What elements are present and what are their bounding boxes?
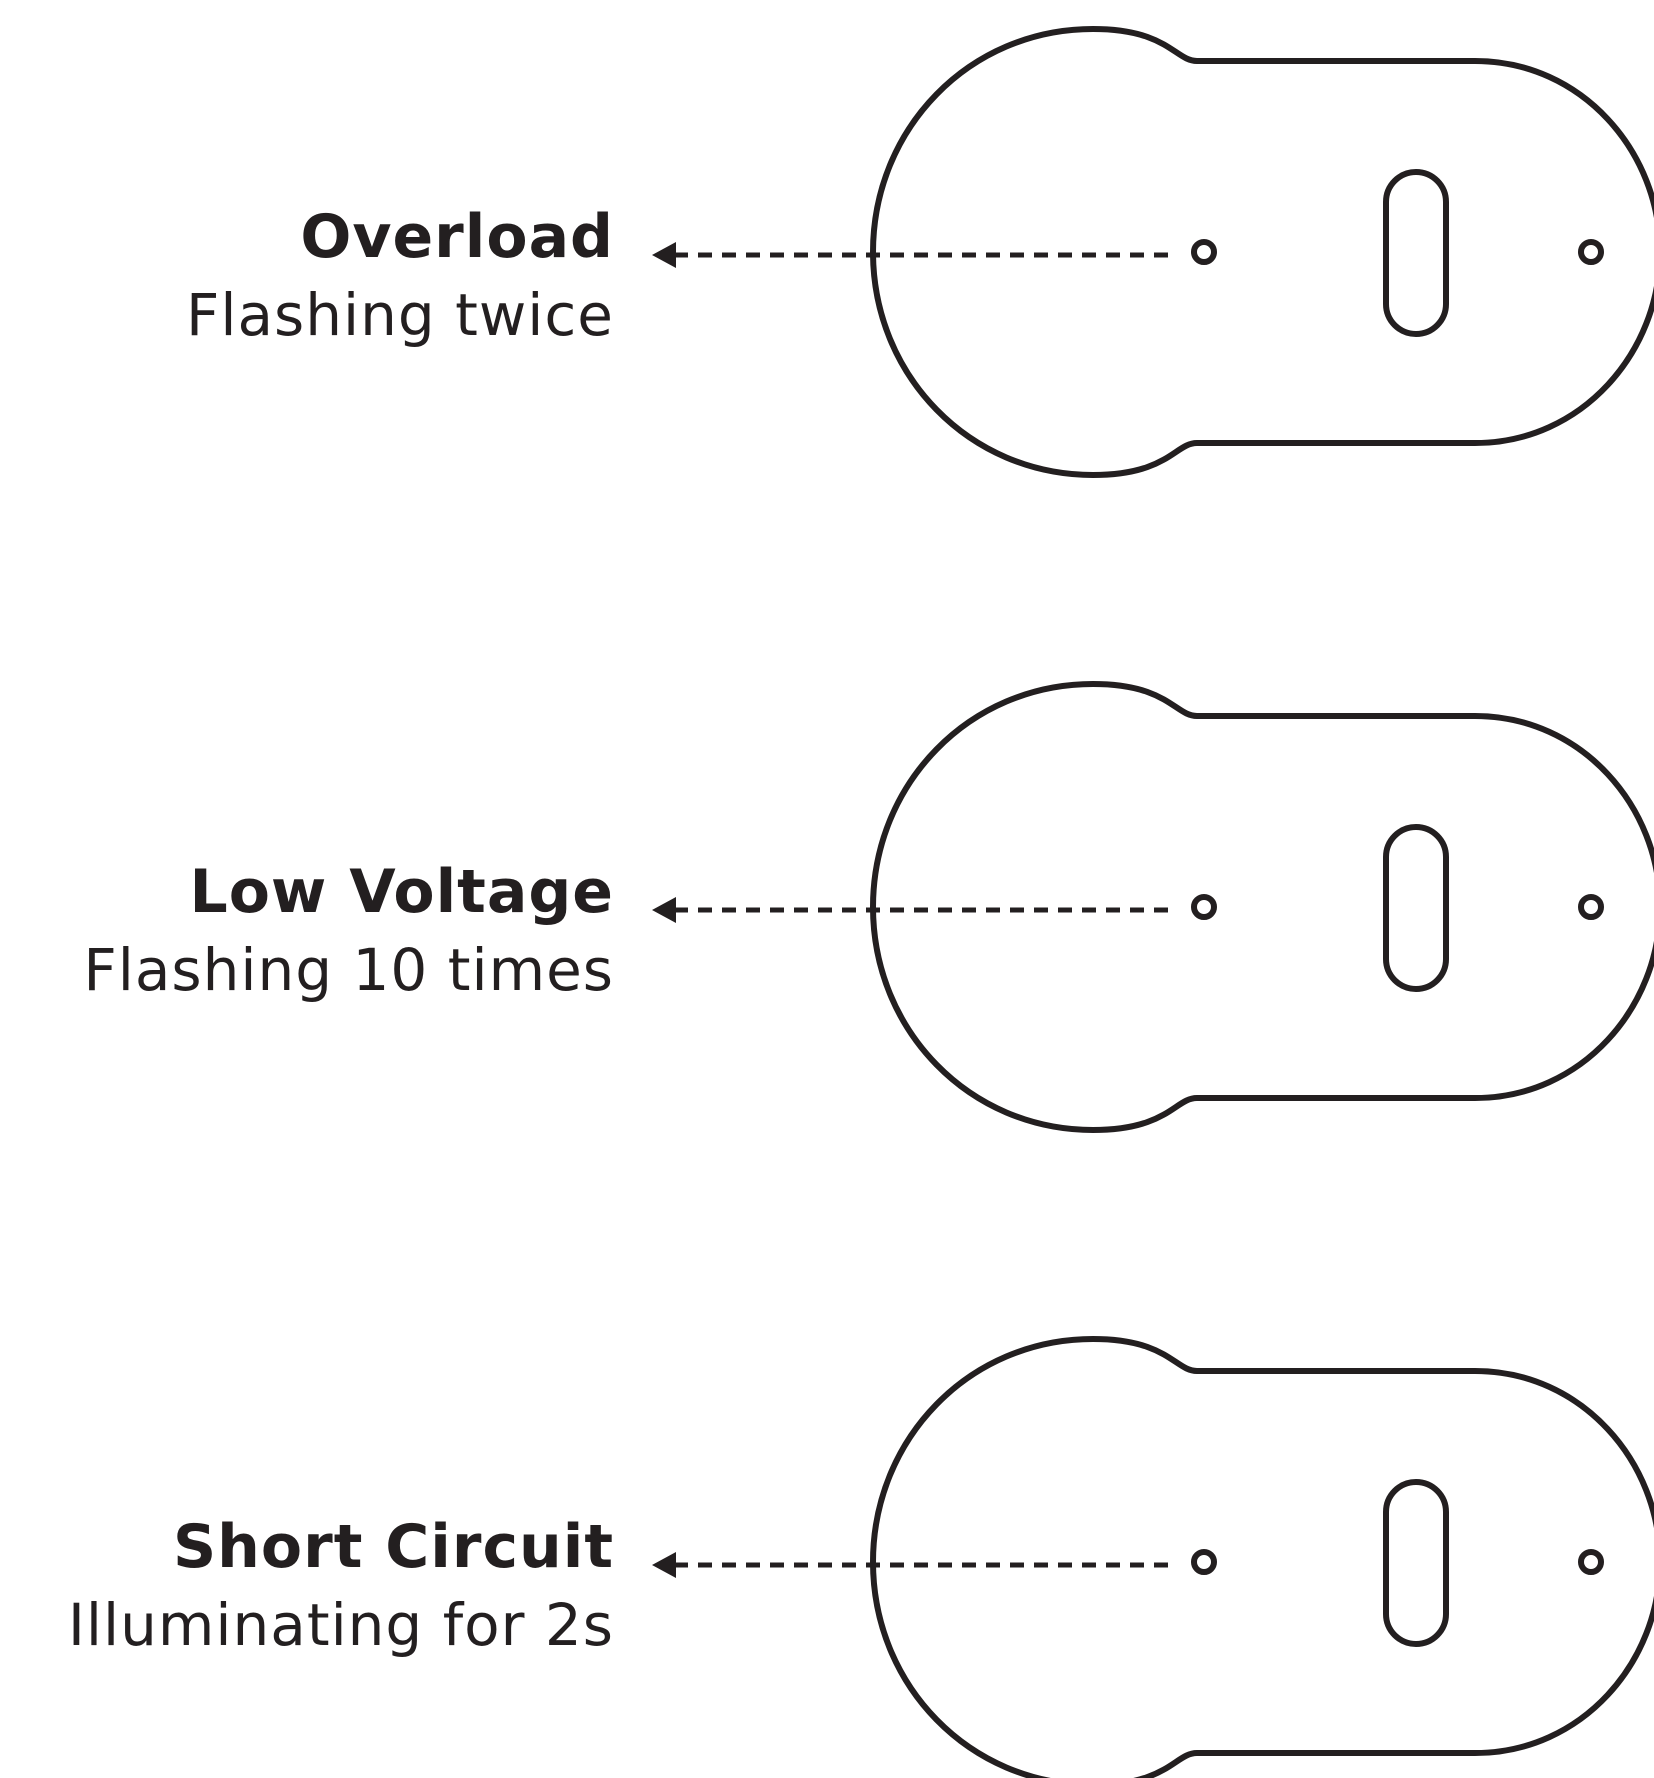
indicator-description: Illuminating for 2s bbox=[67, 1591, 614, 1659]
screw-hole bbox=[1578, 894, 1604, 920]
device-outline-low-voltage bbox=[652, 680, 1654, 1134]
indicator-title: Short Circuit bbox=[172, 1512, 614, 1582]
led-point bbox=[1191, 239, 1217, 265]
device-body bbox=[869, 680, 1654, 1134]
device-outline-overload bbox=[652, 25, 1654, 479]
screw-hole bbox=[1578, 1549, 1604, 1575]
arrow-head bbox=[652, 897, 676, 923]
led-slot bbox=[1383, 169, 1449, 337]
arrow-head bbox=[652, 1552, 676, 1578]
led-slot bbox=[1383, 1479, 1449, 1647]
device-body bbox=[869, 25, 1654, 479]
indicator-label-low-voltage: Low Voltage Flashing 10 times bbox=[0, 853, 614, 1009]
indicator-title: Low Voltage bbox=[189, 857, 614, 927]
screw-hole bbox=[1578, 239, 1604, 265]
device-body bbox=[869, 1335, 1654, 1778]
indicator-label-overload: Overload Flashing twice bbox=[0, 198, 614, 354]
indicator-label-short-circuit: Short Circuit Illuminating for 2s bbox=[0, 1508, 614, 1664]
device-outline-short-circuit bbox=[652, 1335, 1654, 1778]
led-point bbox=[1191, 1549, 1217, 1575]
indicator-description: Flashing 10 times bbox=[83, 936, 614, 1004]
indicator-description: Flashing twice bbox=[186, 281, 614, 349]
led-slot bbox=[1383, 824, 1449, 992]
arrow-head bbox=[652, 242, 676, 268]
indicator-title: Overload bbox=[300, 202, 614, 272]
led-point bbox=[1191, 894, 1217, 920]
